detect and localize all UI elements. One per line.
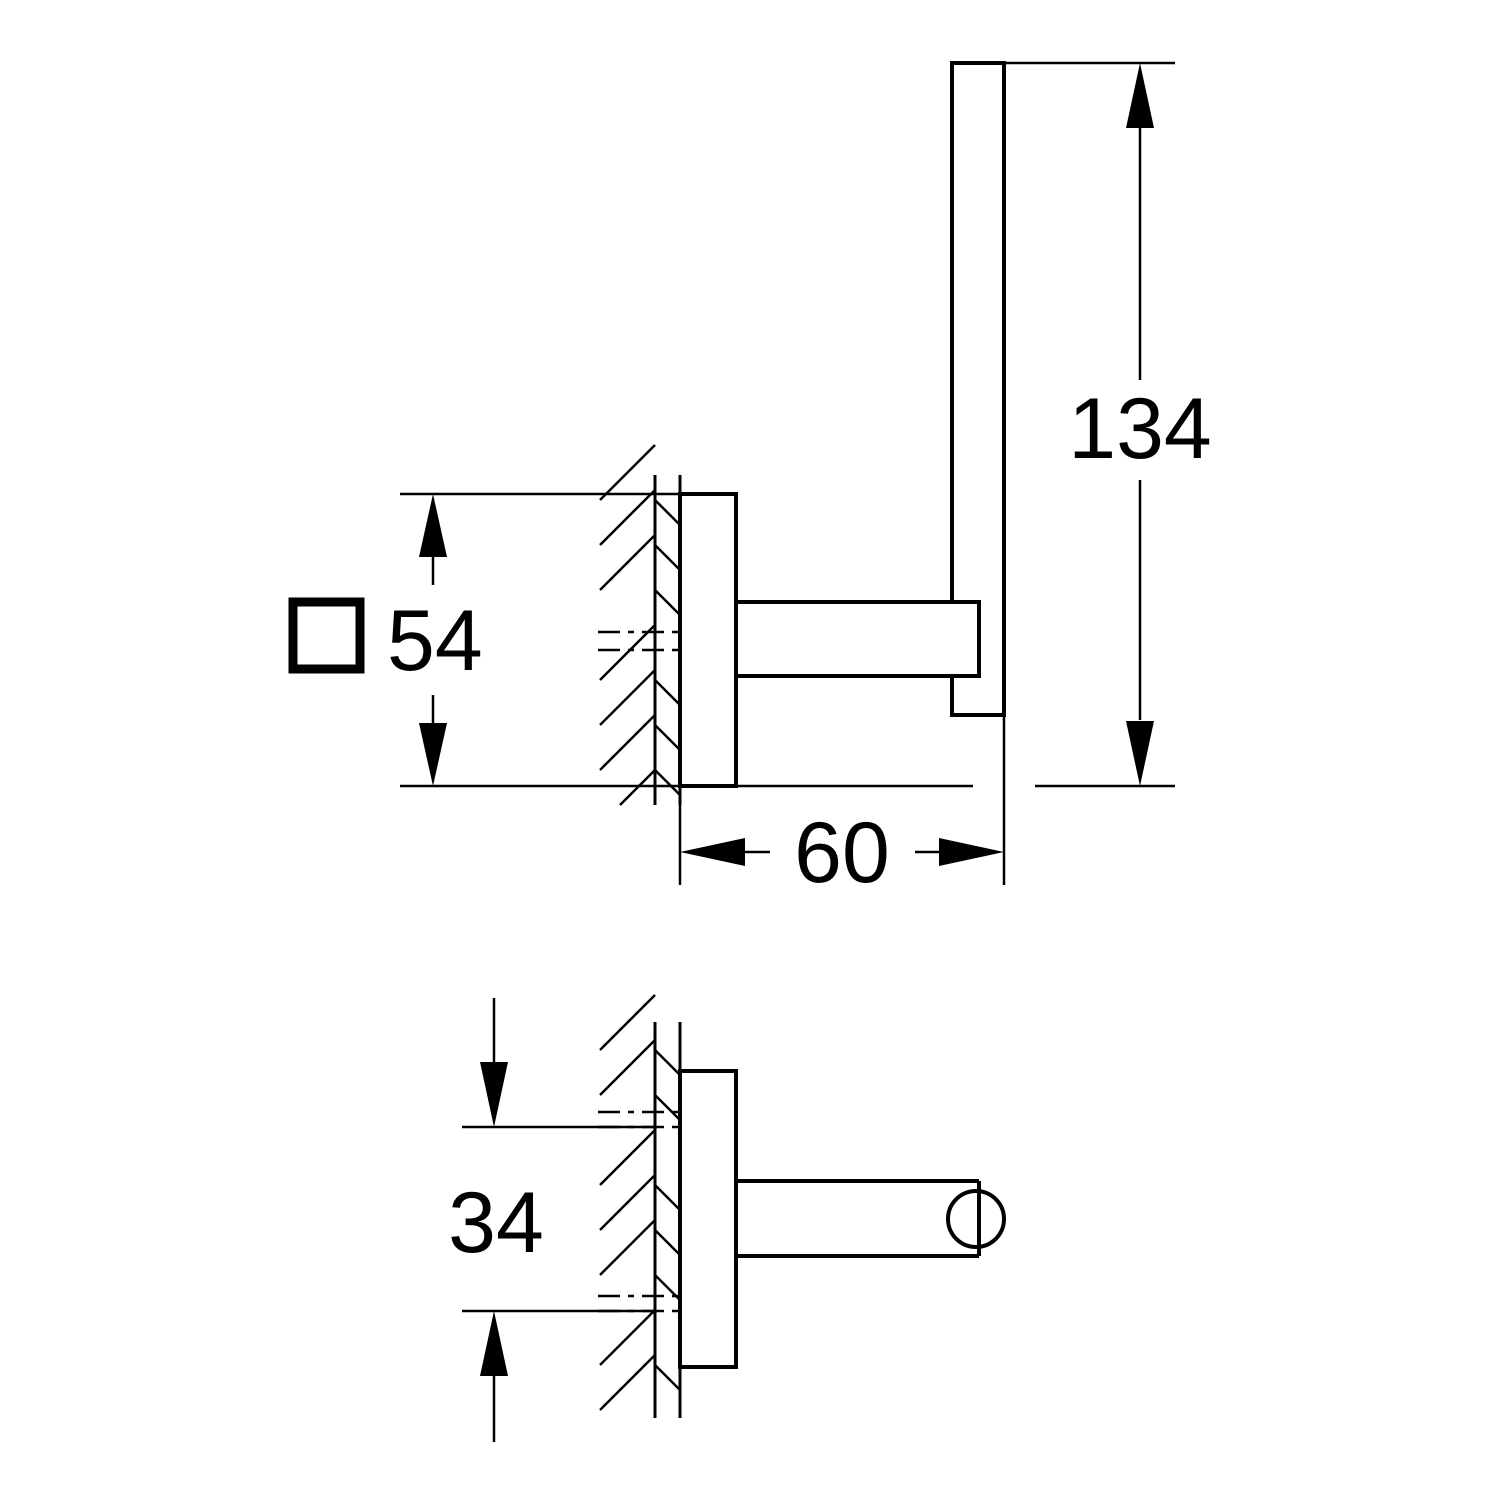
- base-plate: [678, 492, 738, 788]
- arrow-down-icon: [1126, 721, 1154, 786]
- arrow-up-icon: [1126, 63, 1154, 128]
- dimension-projection-60: 60: [680, 805, 1004, 901]
- square-profile-icon: [288, 597, 365, 674]
- dimension-hole-spacing-34: 34: [448, 998, 544, 1442]
- arrow-down-icon: [480, 1062, 508, 1127]
- wall-hatching-bottom: [599, 994, 681, 1411]
- arrow-down-icon: [419, 723, 447, 786]
- wall-hatching-top: [599, 444, 681, 806]
- dimension-54-label: 54: [387, 593, 483, 689]
- horizontal-arm: [734, 600, 981, 678]
- vertical-holder: [950, 61, 1006, 717]
- dimension-60-label: 60: [794, 805, 890, 901]
- arrow-right-icon: [939, 838, 1004, 866]
- dimension-34-label: 34: [448, 1175, 544, 1271]
- arrow-up-icon: [480, 1311, 508, 1376]
- arrow-up-icon: [419, 494, 447, 557]
- holder-end-circle: [946, 1189, 1006, 1249]
- plan-view: 34: [448, 994, 1006, 1442]
- arrow-left-icon: [680, 838, 745, 866]
- dimension-height-134: 134: [1068, 63, 1212, 786]
- dimension-134-label: 134: [1068, 381, 1212, 477]
- base-plate: [678, 1069, 738, 1369]
- dimension-plate-54: 54: [288, 494, 483, 786]
- side-elevation-view: 134 54 60: [288, 61, 1212, 901]
